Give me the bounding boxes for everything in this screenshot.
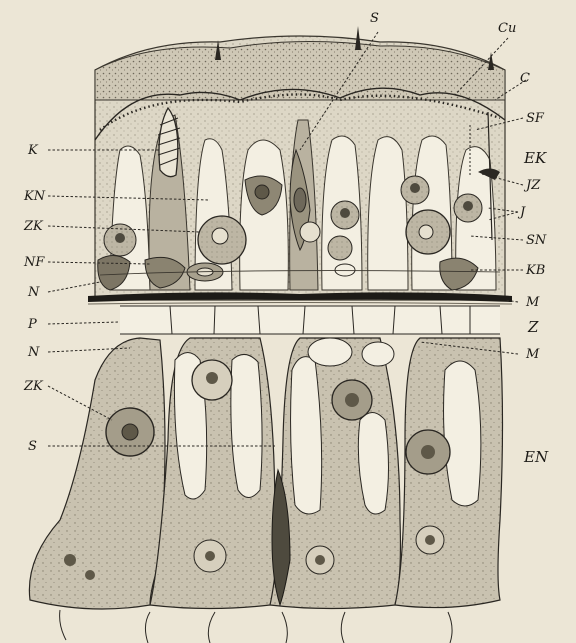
label-jz: JZ	[523, 178, 541, 193]
label-z: Z	[527, 318, 539, 336]
label-k: K	[27, 143, 39, 158]
label-c: C	[520, 71, 530, 86]
ectoderm-layer	[95, 26, 505, 300]
label-zk-top: ZK	[23, 219, 44, 234]
label-nf: NF	[23, 255, 45, 270]
label-zk-low: ZK	[23, 379, 44, 394]
label-n-low: N	[27, 345, 40, 360]
label-s-top: S	[370, 11, 379, 26]
label-p: P	[27, 317, 37, 332]
label-ek: EK	[523, 149, 547, 167]
label-m-top: M	[525, 295, 540, 310]
label-cu: Cu	[498, 21, 516, 36]
label-sf: SF	[526, 111, 545, 126]
label-en: EN	[523, 448, 549, 466]
label-n-top: N	[27, 285, 40, 300]
label-m-low: M	[525, 347, 540, 362]
endoderm-layer	[29, 306, 502, 643]
label-kn: KN	[23, 189, 46, 204]
label-s-low: S	[28, 439, 37, 454]
label-kb: KB	[525, 263, 545, 278]
label-j: J	[517, 205, 526, 220]
mesoglea-band	[88, 292, 512, 304]
label-sn: SN	[526, 233, 547, 248]
